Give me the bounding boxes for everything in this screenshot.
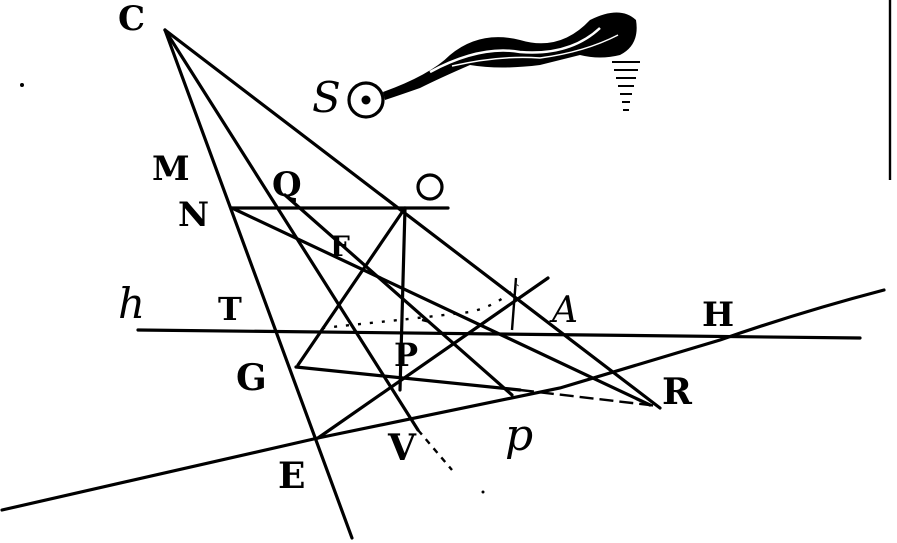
label-F: F — [330, 230, 350, 263]
label-A: A — [549, 290, 578, 331]
label-Q: Q — [272, 165, 302, 205]
line-C-R — [163, 28, 662, 410]
sun-circle — [347, 81, 385, 119]
dotted-curve — [321, 284, 519, 330]
label-V: V — [387, 427, 417, 469]
label-H: H — [702, 295, 734, 335]
comet-tail-highlight-2 — [451, 34, 619, 67]
line-G-R — [294, 365, 522, 392]
line-V-dashed — [417, 429, 453, 471]
line-h-H — [136, 328, 862, 340]
line-O-G — [296, 206, 407, 367]
label-R: R — [662, 371, 693, 413]
label-M: M — [152, 149, 190, 189]
tick-P — [421, 318, 431, 324]
label-h: h — [118, 279, 145, 328]
stray-dot-2 — [481, 490, 485, 494]
curve-bottom-left-to-right — [0, 288, 886, 512]
label-N: N — [178, 195, 209, 235]
label-C: C — [118, 0, 145, 39]
label-S: S — [312, 73, 341, 122]
comet-tail — [383, 12, 637, 100]
stray-dot-1 — [20, 83, 24, 87]
label-T: T — [218, 290, 242, 328]
line-C-V — [163, 28, 420, 432]
label-P-upper: P — [394, 336, 418, 374]
comet-hatching — [612, 61, 640, 111]
tick-near-A — [510, 277, 518, 331]
label-G: G — [236, 357, 267, 399]
line-C-E — [163, 28, 354, 540]
label-p-lower: p — [505, 410, 533, 461]
line-N-R — [230, 206, 652, 407]
point-O-circle — [416, 173, 444, 201]
line-Q-p — [283, 193, 514, 397]
comet-tail-highlight — [429, 27, 601, 74]
line-E-A — [316, 276, 550, 440]
sun-center-dot — [361, 95, 371, 105]
line-O-p — [398, 206, 407, 392]
label-E: E — [278, 455, 305, 497]
